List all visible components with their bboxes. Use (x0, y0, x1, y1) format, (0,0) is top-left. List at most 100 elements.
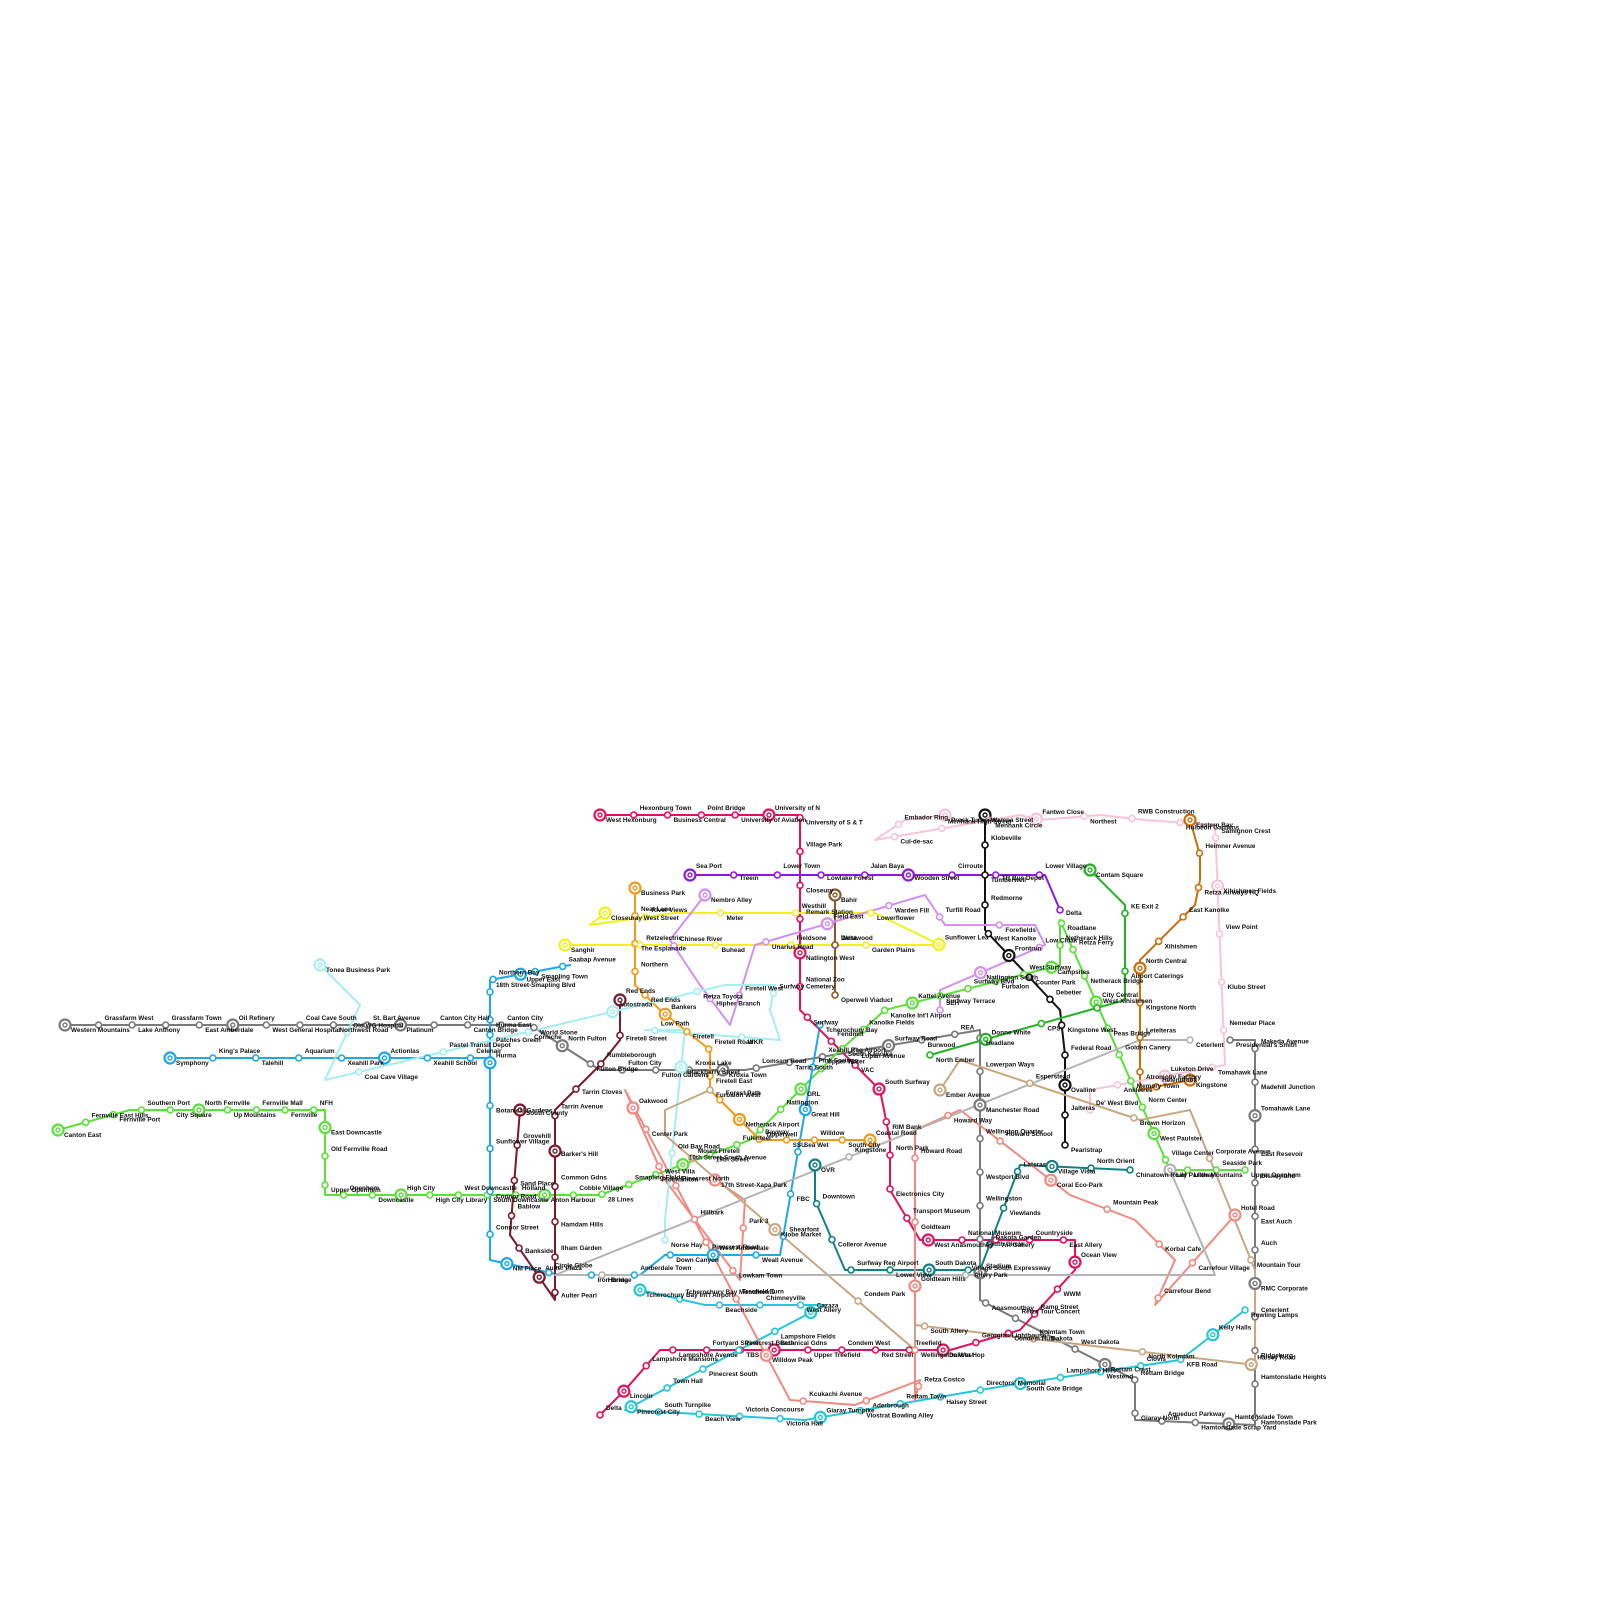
station-marker-icon[interactable] (771, 1327, 779, 1336)
station-rmc-corporate[interactable] (1248, 1276, 1262, 1291)
station-ke-exit-2[interactable] (1121, 909, 1129, 918)
station-marker-icon[interactable] (642, 1125, 650, 1134)
station-marker-icon[interactable] (670, 942, 678, 950)
station-marker-icon[interactable] (631, 912, 639, 920)
station-marker-icon[interactable] (886, 1266, 894, 1274)
station-marker-icon[interactable] (1035, 943, 1044, 952)
station-shearfont[interactable] (779, 1232, 788, 1241)
station-marker-icon[interactable] (911, 1218, 919, 1226)
station-marker-icon[interactable] (430, 1021, 438, 1029)
station-upper-east[interactable] (513, 967, 528, 981)
station-delta[interactable] (596, 1411, 604, 1419)
station-cul-de-sac[interactable] (890, 832, 899, 841)
station-king-s-palace[interactable] (209, 1054, 217, 1062)
station-tonea-business-park[interactable] (313, 958, 327, 972)
station-marker-icon[interactable] (558, 962, 567, 971)
station-goldteam[interactable] (911, 1218, 919, 1226)
station-bayway[interactable] (755, 1135, 763, 1143)
station-pinecrest-north[interactable] (672, 1181, 680, 1190)
station-marker-icon[interactable] (911, 1154, 919, 1162)
station-marker-icon[interactable] (812, 1199, 821, 1208)
station-marker-icon[interactable] (309, 1106, 318, 1114)
station-kroxia-town[interactable] (716, 1063, 730, 1077)
station-marker-icon[interactable] (1194, 883, 1203, 892)
station-norse-hay[interactable] (661, 1236, 669, 1244)
station-marker-icon[interactable] (466, 1054, 475, 1062)
station-beach-view[interactable] (695, 1410, 703, 1418)
station-marker-icon[interactable] (808, 1063, 817, 1072)
station-marker-icon[interactable] (596, 1411, 604, 1419)
station-marker-icon[interactable] (838, 1044, 846, 1053)
station-marker-icon[interactable] (735, 1346, 743, 1355)
station-tarrin-avenue[interactable] (551, 1111, 559, 1120)
station-wooden-street[interactable] (901, 868, 915, 882)
station-mount-firetell[interactable] (688, 1154, 696, 1162)
station-sunflower-village[interactable] (486, 1144, 494, 1153)
station-marker-icon[interactable] (1013, 1167, 1022, 1176)
station-chinese-river[interactable] (670, 942, 678, 950)
station-aulter-pearl[interactable] (551, 1288, 559, 1297)
station-forest-path[interactable] (716, 1096, 724, 1104)
station-rwb-construction[interactable] (1128, 814, 1136, 823)
station-east-kanolke[interactable] (1179, 913, 1187, 921)
station-marker-icon[interactable] (731, 811, 739, 819)
station-marker-icon[interactable] (886, 1185, 894, 1193)
station-marker-icon[interactable] (936, 992, 944, 1000)
station-talehill[interactable] (252, 1054, 260, 1062)
station-low-cloak[interactable] (1035, 943, 1044, 952)
station-marker-icon[interactable] (936, 1393, 945, 1401)
station-marker-icon[interactable] (704, 1045, 713, 1053)
station-marker-icon[interactable] (695, 1410, 703, 1418)
station-lower-village[interactable] (1035, 871, 1044, 879)
station-low-path[interactable] (651, 1026, 659, 1035)
station-marker-icon[interactable] (1195, 849, 1204, 858)
station-memory-town[interactable] (1127, 1077, 1135, 1085)
station-canton-east[interactable] (51, 1123, 65, 1137)
station-chinatown-road[interactable] (1126, 1166, 1134, 1174)
station-makeda-avenue[interactable] (1251, 1044, 1259, 1053)
station-marker-icon[interactable] (329, 1021, 338, 1029)
station-kingstone[interactable] (1183, 1073, 1197, 1087)
station-marker-icon[interactable] (630, 1271, 639, 1279)
station-marker-icon[interactable] (1186, 1036, 1194, 1044)
station-marker-icon[interactable] (262, 1021, 271, 1029)
station-airport-caterings[interactable] (1121, 967, 1129, 976)
station-tcherochury-bay-int-l-airport[interactable] (633, 1283, 647, 1297)
station-marker-icon[interactable] (756, 1125, 765, 1134)
station-fortyard-street[interactable] (702, 1346, 711, 1354)
station-menhank-high-street[interactable] (938, 824, 946, 833)
station-marker-icon[interactable] (654, 1408, 663, 1416)
station-marker-icon[interactable] (551, 1111, 559, 1120)
station-fernville[interactable] (281, 1106, 289, 1114)
station-marker-icon[interactable] (732, 1294, 740, 1303)
station-marker-icon[interactable] (598, 1190, 606, 1199)
station-aderbrough[interactable] (862, 1396, 871, 1405)
station-north-park[interactable] (886, 1151, 894, 1159)
station-treein[interactable] (729, 871, 738, 879)
station-bankside[interactable] (515, 1244, 523, 1252)
station-marker-icon[interactable] (948, 871, 956, 879)
station-marker-icon[interactable] (1251, 1212, 1259, 1221)
station-nfh[interactable] (309, 1106, 318, 1114)
station-westhill[interactable] (791, 909, 800, 917)
station-marker-icon[interactable] (976, 1201, 984, 1210)
station-marker-icon[interactable] (786, 941, 795, 949)
station-seaside-park[interactable] (1212, 1166, 1221, 1174)
station-high-city-library[interactable] (425, 1191, 434, 1199)
station-marker-icon[interactable] (1211, 834, 1220, 842)
station-marker-icon[interactable] (1183, 1166, 1192, 1174)
station-seh[interactable] (936, 1006, 944, 1014)
station-up-mountains[interactable] (223, 1106, 232, 1114)
station-marker-icon[interactable] (818, 1053, 827, 1061)
station-tr-bus-depot[interactable] (991, 871, 1000, 879)
station-east-amberdale[interactable] (195, 1021, 204, 1029)
station-grassfarm-west[interactable] (94, 1021, 103, 1029)
station-mountain-tour[interactable] (1247, 1256, 1255, 1264)
station-marker-icon[interactable] (796, 881, 804, 890)
station-rettam-bridge[interactable] (1130, 1376, 1139, 1384)
station-lampshore-mansions[interactable] (642, 1361, 651, 1370)
station-pink-springs[interactable] (808, 1063, 817, 1072)
station-marker-icon[interactable] (729, 1266, 737, 1275)
station-marker-icon[interactable] (831, 991, 839, 999)
station-giaray-north[interactable] (1131, 1409, 1139, 1418)
